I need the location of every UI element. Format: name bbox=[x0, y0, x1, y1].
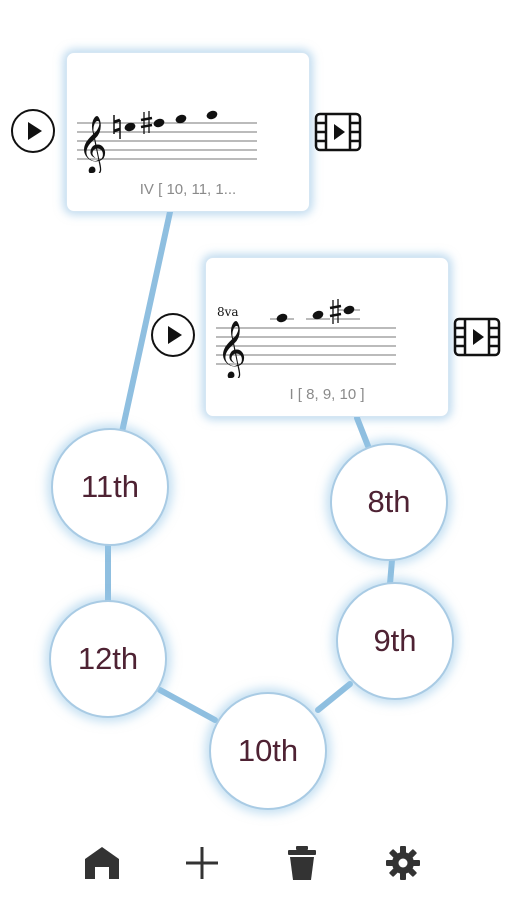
treble-clef-icon: 𝄞 bbox=[78, 115, 108, 173]
edge-9th-8th bbox=[387, 557, 395, 587]
edge-8th-card2 bbox=[354, 415, 371, 449]
natural-sign bbox=[113, 115, 121, 139]
card-caption: I [ 8, 9, 10 ] bbox=[289, 386, 365, 403]
plus-icon bbox=[186, 847, 218, 879]
film-icon bbox=[453, 317, 501, 357]
play-button-card-1[interactable] bbox=[11, 109, 55, 153]
home-icon bbox=[85, 847, 119, 879]
music-staff-2: 8va 𝄞 bbox=[216, 299, 396, 378]
film-icon bbox=[314, 112, 362, 152]
edge-10th-9th bbox=[315, 681, 353, 713]
note-head bbox=[206, 110, 218, 120]
card-caption: IV [ 10, 11, 1... bbox=[139, 181, 237, 198]
note-head bbox=[312, 310, 324, 320]
interval-node-12th[interactable]: 12th bbox=[49, 600, 167, 718]
play-icon bbox=[168, 326, 182, 344]
edge-12th-10th bbox=[157, 687, 218, 723]
interval-node-9th[interactable]: 9th bbox=[336, 582, 454, 700]
video-button-card-2[interactable] bbox=[453, 317, 501, 357]
gear-icon bbox=[386, 846, 420, 880]
note-head bbox=[343, 305, 355, 315]
edge-card1-11th bbox=[119, 209, 173, 435]
note-head bbox=[124, 122, 136, 132]
scale-card-2[interactable]: 8va 𝄞 I [ 8, 9, 10 ] bbox=[205, 257, 449, 417]
delete-button[interactable] bbox=[285, 844, 319, 882]
video-button-card-1[interactable] bbox=[314, 112, 362, 152]
interval-node-10th[interactable]: 10th bbox=[209, 692, 327, 810]
music-staff-1: 𝄞 bbox=[77, 110, 257, 173]
note-head bbox=[153, 118, 165, 128]
sharp-sign bbox=[140, 111, 153, 134]
interval-node-11th[interactable]: 11th bbox=[51, 428, 169, 546]
sharp-sign bbox=[329, 299, 342, 324]
treble-clef-icon: 𝄞 bbox=[217, 320, 247, 378]
settings-button[interactable] bbox=[385, 845, 421, 881]
interval-node-8th[interactable]: 8th bbox=[330, 443, 448, 561]
octave-marking: 8va bbox=[217, 305, 239, 319]
play-button-card-2[interactable] bbox=[151, 313, 195, 357]
note-head bbox=[276, 313, 288, 323]
note-head bbox=[175, 114, 187, 124]
trash-icon bbox=[288, 846, 316, 880]
scale-card-1[interactable]: 𝄞 IV [ 10, 11, 1... bbox=[66, 52, 310, 212]
home-button[interactable] bbox=[82, 845, 122, 881]
play-icon bbox=[28, 122, 42, 140]
add-button[interactable] bbox=[184, 845, 220, 881]
